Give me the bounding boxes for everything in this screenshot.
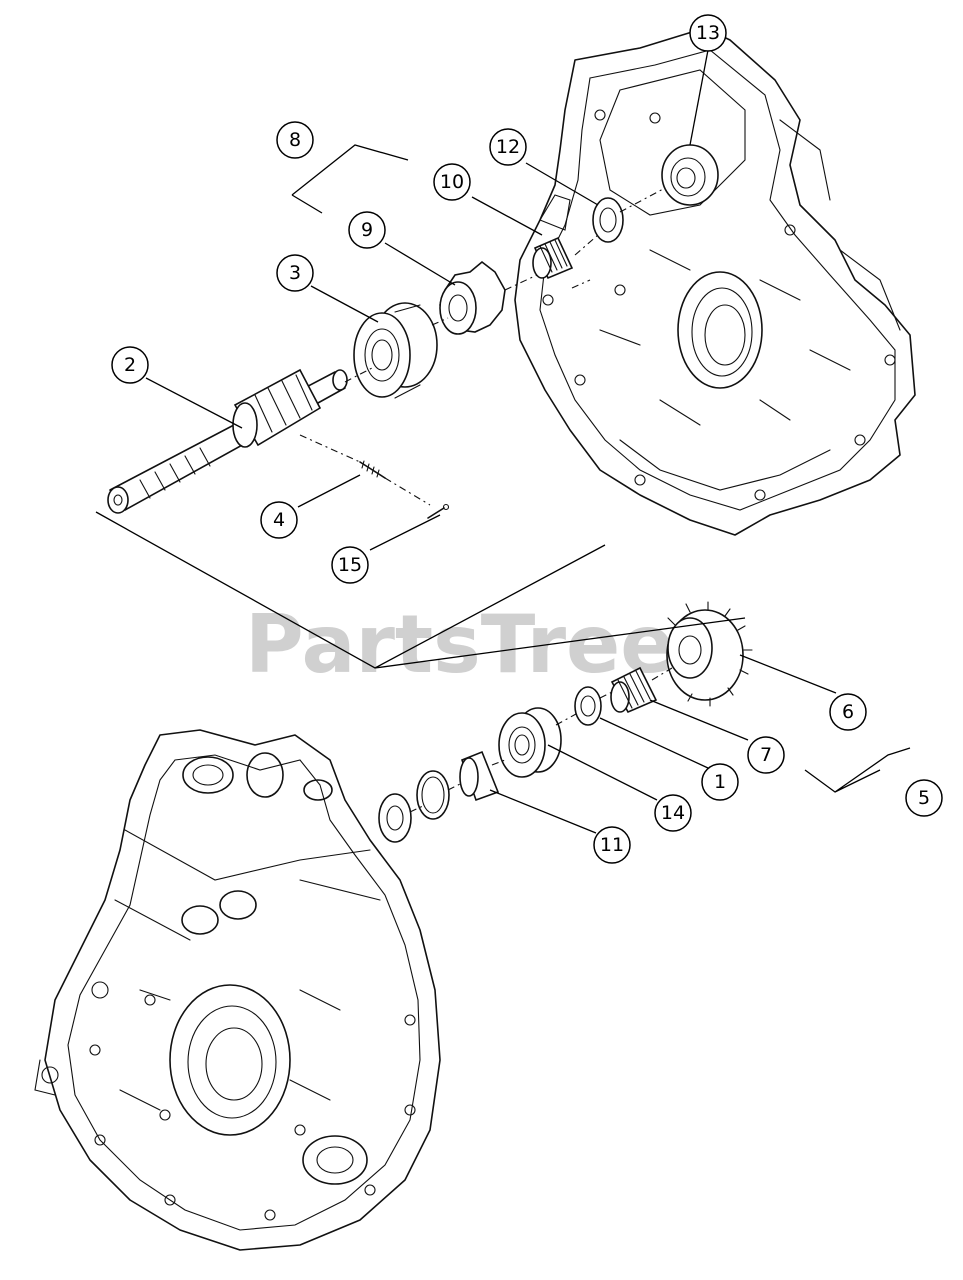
sprocket-gear <box>439 260 506 335</box>
upper-transmission-housing <box>514 27 916 536</box>
seal-rings <box>378 770 450 843</box>
callout-11: 11 <box>593 826 631 864</box>
callout-9: 9 <box>348 211 386 249</box>
callout-10-label: 10 <box>440 171 464 193</box>
spring-pin <box>359 460 386 479</box>
callout-12: 12 <box>489 128 527 166</box>
watermark: PartsTree <box>245 598 675 691</box>
input-shaft <box>107 368 348 514</box>
callout-13-label: 13 <box>696 22 720 44</box>
callout-4-label: 4 <box>273 509 285 531</box>
needle-bearing-7 <box>610 666 658 714</box>
callout-7: 7 <box>747 736 785 774</box>
retaining-clip <box>427 503 450 519</box>
brackets <box>95 144 911 793</box>
callout-8: 8 <box>276 121 314 159</box>
spur-gear <box>666 601 753 707</box>
needle-bearing <box>532 236 574 280</box>
bushing <box>459 750 500 802</box>
callout-1-label: 1 <box>714 771 726 793</box>
callout-12-label: 12 <box>496 136 520 158</box>
ball-bearing-13 <box>661 144 719 206</box>
callout-14-label: 14 <box>661 802 685 824</box>
callout-6-label: 6 <box>842 701 854 723</box>
ball-bearing-14 <box>498 707 562 778</box>
thrust-washer-1 <box>574 686 602 726</box>
callout-3: 3 <box>276 254 314 292</box>
callout-4: 4 <box>260 501 298 539</box>
callout-11-label: 11 <box>600 834 624 856</box>
callout-1: 1 <box>701 763 739 801</box>
callout-2-label: 2 <box>124 354 136 376</box>
assembly-lines <box>299 187 673 813</box>
shift-coupler <box>353 302 438 399</box>
callout-8-label: 8 <box>289 129 301 151</box>
leader-lines <box>145 49 837 834</box>
callout-2: 2 <box>111 346 149 384</box>
callout-5-label: 5 <box>918 787 930 809</box>
callout-7-label: 7 <box>760 744 772 766</box>
callout-6: 6 <box>829 693 867 731</box>
lower-transmission-housing <box>34 729 441 1251</box>
thrust-washer-12 <box>592 197 624 243</box>
callout-3-label: 3 <box>289 262 301 284</box>
callout-15-label: 15 <box>338 554 362 576</box>
callout-5: 5 <box>905 779 943 817</box>
callout-15: 15 <box>331 546 369 584</box>
callout-10: 10 <box>433 163 471 201</box>
callout-14: 14 <box>654 794 692 832</box>
callout-13: 13 <box>689 14 727 52</box>
callout-9-label: 9 <box>361 219 373 241</box>
